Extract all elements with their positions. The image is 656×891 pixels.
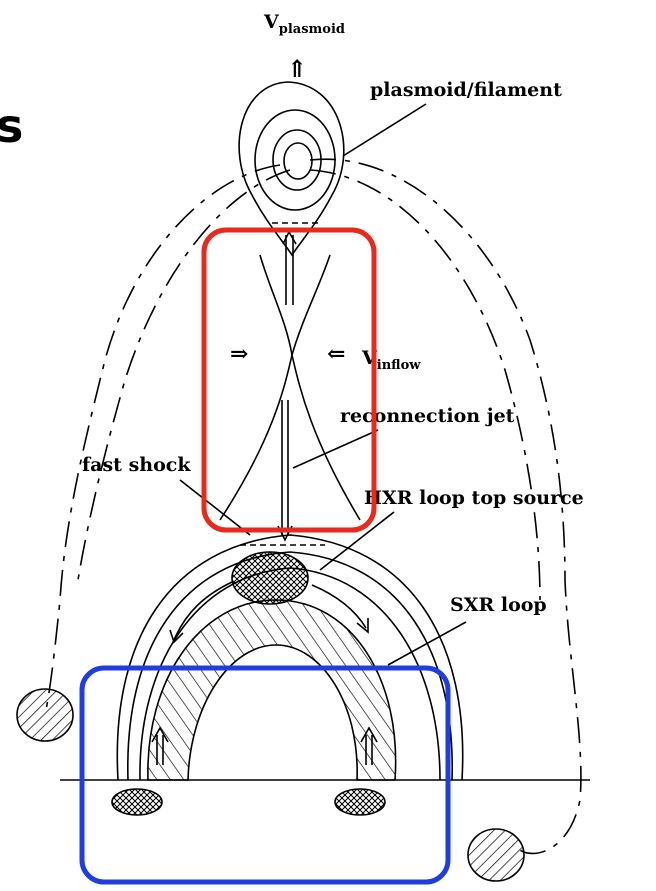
- plasmoid-filament-label: plasmoid/filament: [370, 79, 562, 101]
- reconnection-jet-label: reconnection jet: [340, 405, 515, 427]
- sxr-loop: [148, 600, 396, 780]
- sxr-loop-label: SXR loop: [450, 594, 547, 616]
- reconnection-jet-leader: [293, 430, 378, 468]
- right-outer-footpoint: [468, 829, 524, 881]
- right-flow-arrowhead-icon: [357, 618, 368, 632]
- inflow-arrow-right-icon: ⇒: [230, 341, 248, 367]
- hxr-loop-top-source: [232, 552, 308, 604]
- reconnection-region-highlight: [204, 230, 374, 530]
- v-plasmoid-label: Vplasmoid: [263, 11, 345, 37]
- upward-jet-arrow-icon: [283, 232, 296, 244]
- left-footpoint-source: [112, 789, 162, 815]
- separatrix-right-lower: [260, 255, 360, 520]
- plasmoid-core: [284, 143, 312, 179]
- fast-shock-label: fast shock: [82, 454, 191, 476]
- hxr-source-label: HXR loop top source: [364, 487, 584, 509]
- filament-inner-loop-right: [310, 170, 540, 600]
- plasmoid-middle-loop: [255, 110, 335, 210]
- right-footpoint-source: [335, 789, 385, 815]
- left-outer-footpoint: [17, 689, 73, 741]
- plasmoid-velocity-arrow-icon: ⇑: [287, 54, 307, 83]
- separatrix-left-lower: [220, 255, 330, 520]
- edge-letter: s: [0, 99, 23, 153]
- inflow-arrow-left-icon: ⇐: [327, 341, 345, 367]
- plasmoid-filament-leader: [343, 104, 426, 156]
- hxr-source-leader: [320, 512, 394, 570]
- v-inflow-label: Vinflow: [361, 347, 421, 373]
